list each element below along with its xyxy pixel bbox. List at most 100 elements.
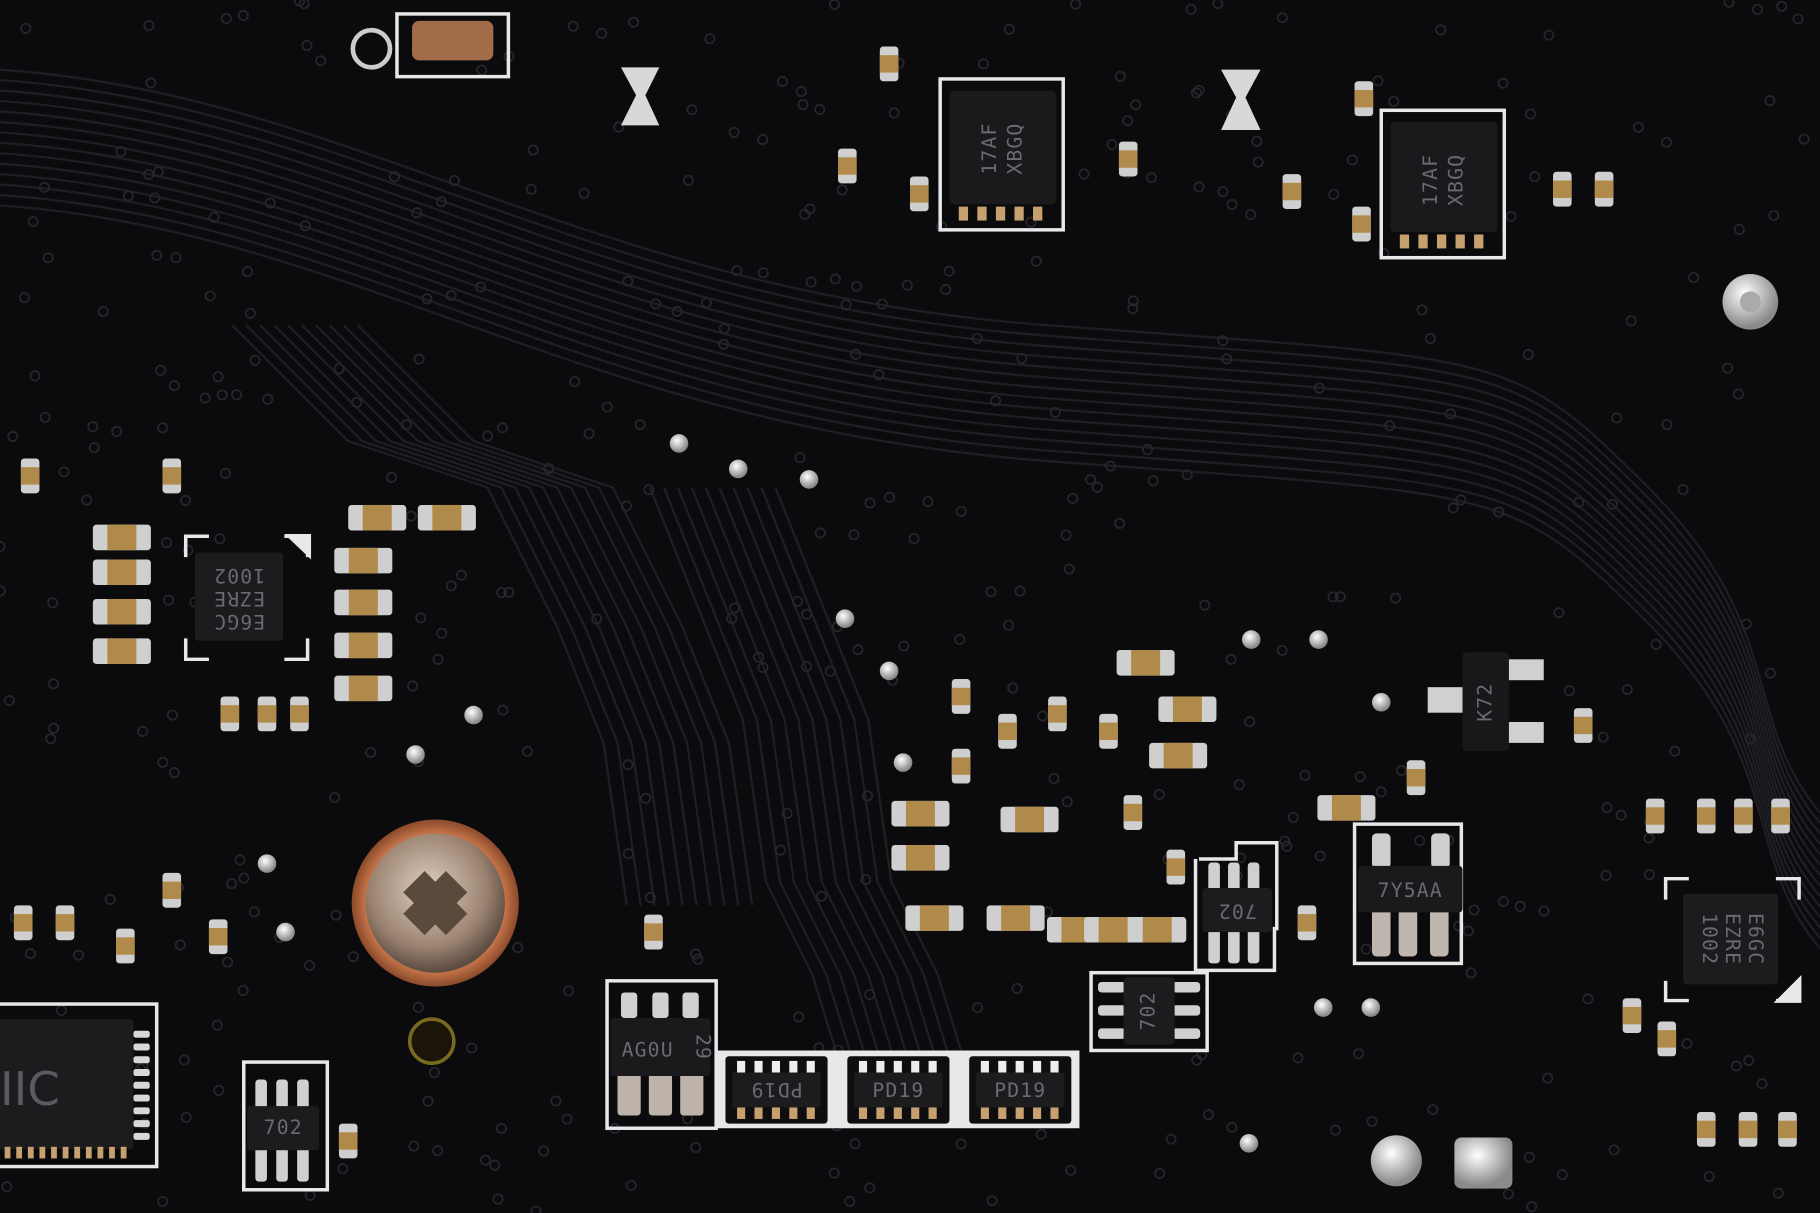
controller-chip-iic: IIC — [0, 1002, 159, 1169]
smd-capacitor — [92, 598, 151, 625]
smd-capacitor — [1166, 849, 1186, 885]
transistor-702-b: 702 — [242, 1060, 330, 1192]
smd-capacitor — [162, 872, 182, 908]
chip-marking: EZRE — [1721, 913, 1744, 965]
smd-capacitor — [879, 46, 899, 82]
power-fet-chip-2: 17AF XBGQ — [1379, 108, 1507, 260]
transistor-k72: K72 — [1427, 652, 1544, 752]
smd-capacitor — [92, 638, 151, 664]
smd-capacitor — [1084, 916, 1143, 943]
chip-marking: XBGQ — [1003, 123, 1026, 175]
chip-marking: E6GC — [213, 610, 265, 633]
smd-capacitor — [1734, 798, 1753, 834]
transistor-702-c: 702 — [1089, 970, 1209, 1053]
smd-capacitor — [116, 928, 135, 964]
smd-capacitor — [1118, 141, 1138, 177]
pd19-chips: PD19 PD19 PD19 — [725, 1056, 1072, 1124]
power-fet-chip-1: 17AF XBGQ — [938, 77, 1065, 232]
chip-marking: E6GC — [1744, 913, 1767, 965]
smd-capacitor — [1778, 1111, 1797, 1147]
smd-capacitor — [910, 176, 929, 212]
chip-marking: K72 — [1474, 683, 1497, 722]
smd-capacitor — [1696, 798, 1716, 834]
smd-capacitor — [891, 800, 950, 827]
pd19-chip: PD19 — [725, 1056, 828, 1124]
chip-marking: 17AF — [978, 123, 1001, 175]
smd-capacitor — [1116, 650, 1175, 676]
smd-capacitor — [1645, 798, 1665, 834]
chip-marking: PD19 — [872, 1079, 924, 1102]
smd-capacitor — [92, 524, 151, 551]
pd19-chip: PD19 — [969, 1056, 1072, 1124]
smd-capacitor — [55, 905, 75, 941]
smd-capacitor — [905, 905, 964, 931]
chip-marking: 702 — [1137, 991, 1160, 1030]
smd-capacitor — [162, 458, 182, 494]
smd-capacitor — [1657, 1021, 1677, 1057]
mounting-hole — [407, 1017, 456, 1065]
smd-capacitor — [1158, 696, 1217, 722]
smd-capacitor — [1622, 998, 1642, 1034]
smd-capacitor — [92, 559, 151, 586]
smd-capacitor — [417, 504, 476, 531]
regulator-ag0u: AG0U 29 — [605, 979, 718, 1130]
smd-capacitor — [1149, 742, 1208, 769]
smd-capacitor — [951, 748, 971, 784]
chip-marking: 7Y5AA — [1378, 879, 1443, 902]
transistor-702-a: 702 — [1193, 840, 1279, 973]
smd-capacitor — [891, 845, 950, 871]
smd-capacitor — [1354, 81, 1374, 117]
chip-marking: 1002 — [1698, 913, 1721, 965]
smd-capacitor — [334, 547, 393, 574]
smd-capacitor — [838, 148, 857, 184]
smd-capacitor — [986, 905, 1045, 931]
smd-capacitor — [13, 905, 33, 941]
smd-capacitor — [1406, 760, 1426, 796]
smd-capacitor — [1000, 806, 1059, 833]
chip-marking: AG0U — [622, 1038, 674, 1061]
qfn-chip-left: E6GC EZRE 1002 — [183, 533, 312, 662]
smd-capacitor — [20, 458, 40, 494]
qfn-chip-right: E6GC EZRE 1002 — [1663, 876, 1802, 1003]
capacitor-top — [350, 12, 511, 79]
chip-marking: 702 — [1218, 900, 1257, 923]
x-marker — [620, 67, 1261, 131]
chip-marking: XBGQ — [1445, 154, 1468, 206]
smd-capacitor — [1297, 905, 1317, 941]
chip-marking: 1002 — [213, 564, 265, 587]
chip-marking: 702 — [264, 1116, 303, 1139]
smd-capacitor — [257, 696, 277, 732]
smd-capacitor — [1123, 795, 1143, 830]
smd-capacitor — [338, 1123, 358, 1159]
smd-capacitor — [208, 919, 228, 955]
smd-capacitor — [1594, 171, 1614, 207]
smd-capacitor — [1282, 174, 1302, 209]
smd-capacitor — [1553, 171, 1572, 207]
smd-capacitor — [1738, 1111, 1758, 1147]
pd19-chip: PD19 — [847, 1056, 950, 1124]
smd-capacitor — [1048, 696, 1067, 732]
smd-capacitor — [1573, 708, 1593, 743]
smd-capacitor — [1317, 795, 1376, 821]
smd-capacitor — [290, 696, 309, 732]
smd-capacitor — [998, 713, 1017, 749]
chip-marking: PD19 — [994, 1079, 1046, 1102]
smd-capacitor — [348, 504, 407, 531]
smd-capacitor — [644, 914, 663, 950]
smd-capacitor — [1099, 713, 1118, 749]
regulator-7y5aa: 7Y5AA — [1352, 822, 1464, 966]
chip-date-code: 29 — [691, 1034, 714, 1060]
smd-capacitor — [334, 675, 393, 702]
smd-capacitor — [1696, 1111, 1716, 1147]
chip-marking: 17AF — [1419, 154, 1442, 206]
smd-capacitor — [334, 589, 393, 616]
mounting-screw — [351, 819, 519, 1065]
chip-marking: EZRE — [213, 587, 265, 610]
smd-components — [13, 46, 1797, 1159]
smd-capacitor — [334, 632, 393, 659]
smd-capacitor — [220, 696, 240, 732]
smd-capacitor — [1128, 916, 1187, 943]
smd-capacitor — [951, 679, 971, 714]
smd-capacitor — [1771, 798, 1790, 834]
